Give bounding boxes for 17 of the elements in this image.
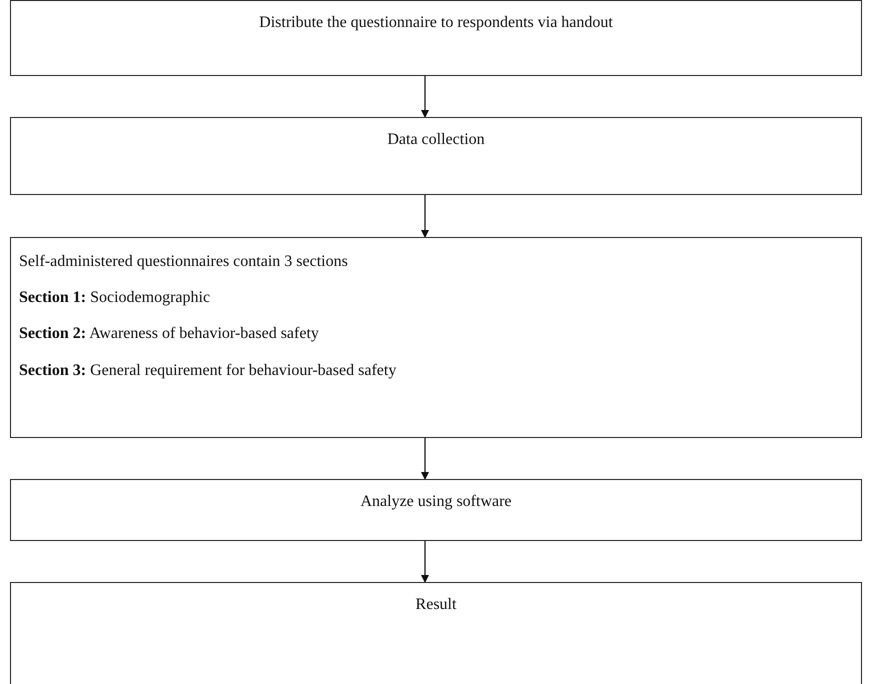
process-box bbox=[10, 479, 862, 541]
box-text: Section 2: Awareness of behavior-based safety bbox=[19, 324, 319, 344]
box-text: Distribute the questionnaire to respondents via handout bbox=[259, 13, 613, 32]
box-text: Section 1: Sociodemographic bbox=[19, 288, 210, 308]
process-box bbox=[10, 0, 862, 76]
process-box bbox=[10, 582, 862, 684]
arrow bbox=[421, 541, 429, 583]
box-text: Section 3: General requirement for behaviour-based safety bbox=[19, 360, 396, 380]
arrow bbox=[421, 195, 429, 238]
process-box bbox=[10, 117, 862, 195]
box-text: Self-administered questionnaires contain 3 sections bbox=[19, 252, 348, 272]
box-text: Analyze using software bbox=[360, 492, 512, 512]
box-text: Result bbox=[416, 595, 456, 614]
box-text: Data collection bbox=[387, 130, 485, 150]
arrow bbox=[421, 76, 429, 118]
arrow bbox=[421, 438, 429, 480]
process-box bbox=[10, 237, 862, 438]
